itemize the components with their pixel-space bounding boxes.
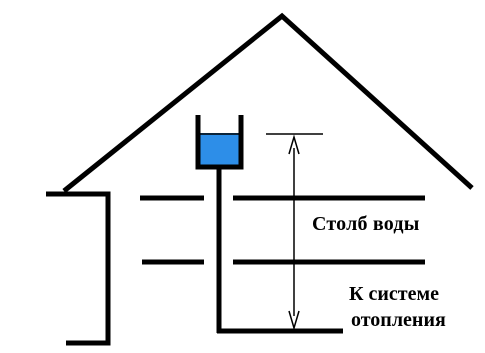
- expansion-tank-water: [200, 133, 239, 165]
- water-column-label: Столб воды: [312, 213, 420, 235]
- house-roof: [62, 12, 474, 193]
- arrow-head-up-icon: [288, 134, 300, 155]
- house-left-wall: [46, 191, 111, 346]
- heating-system-label-line2: отопления: [351, 309, 446, 331]
- heating-system-label-line1: К системе: [349, 283, 439, 305]
- arrow-head-down-icon: [288, 310, 300, 331]
